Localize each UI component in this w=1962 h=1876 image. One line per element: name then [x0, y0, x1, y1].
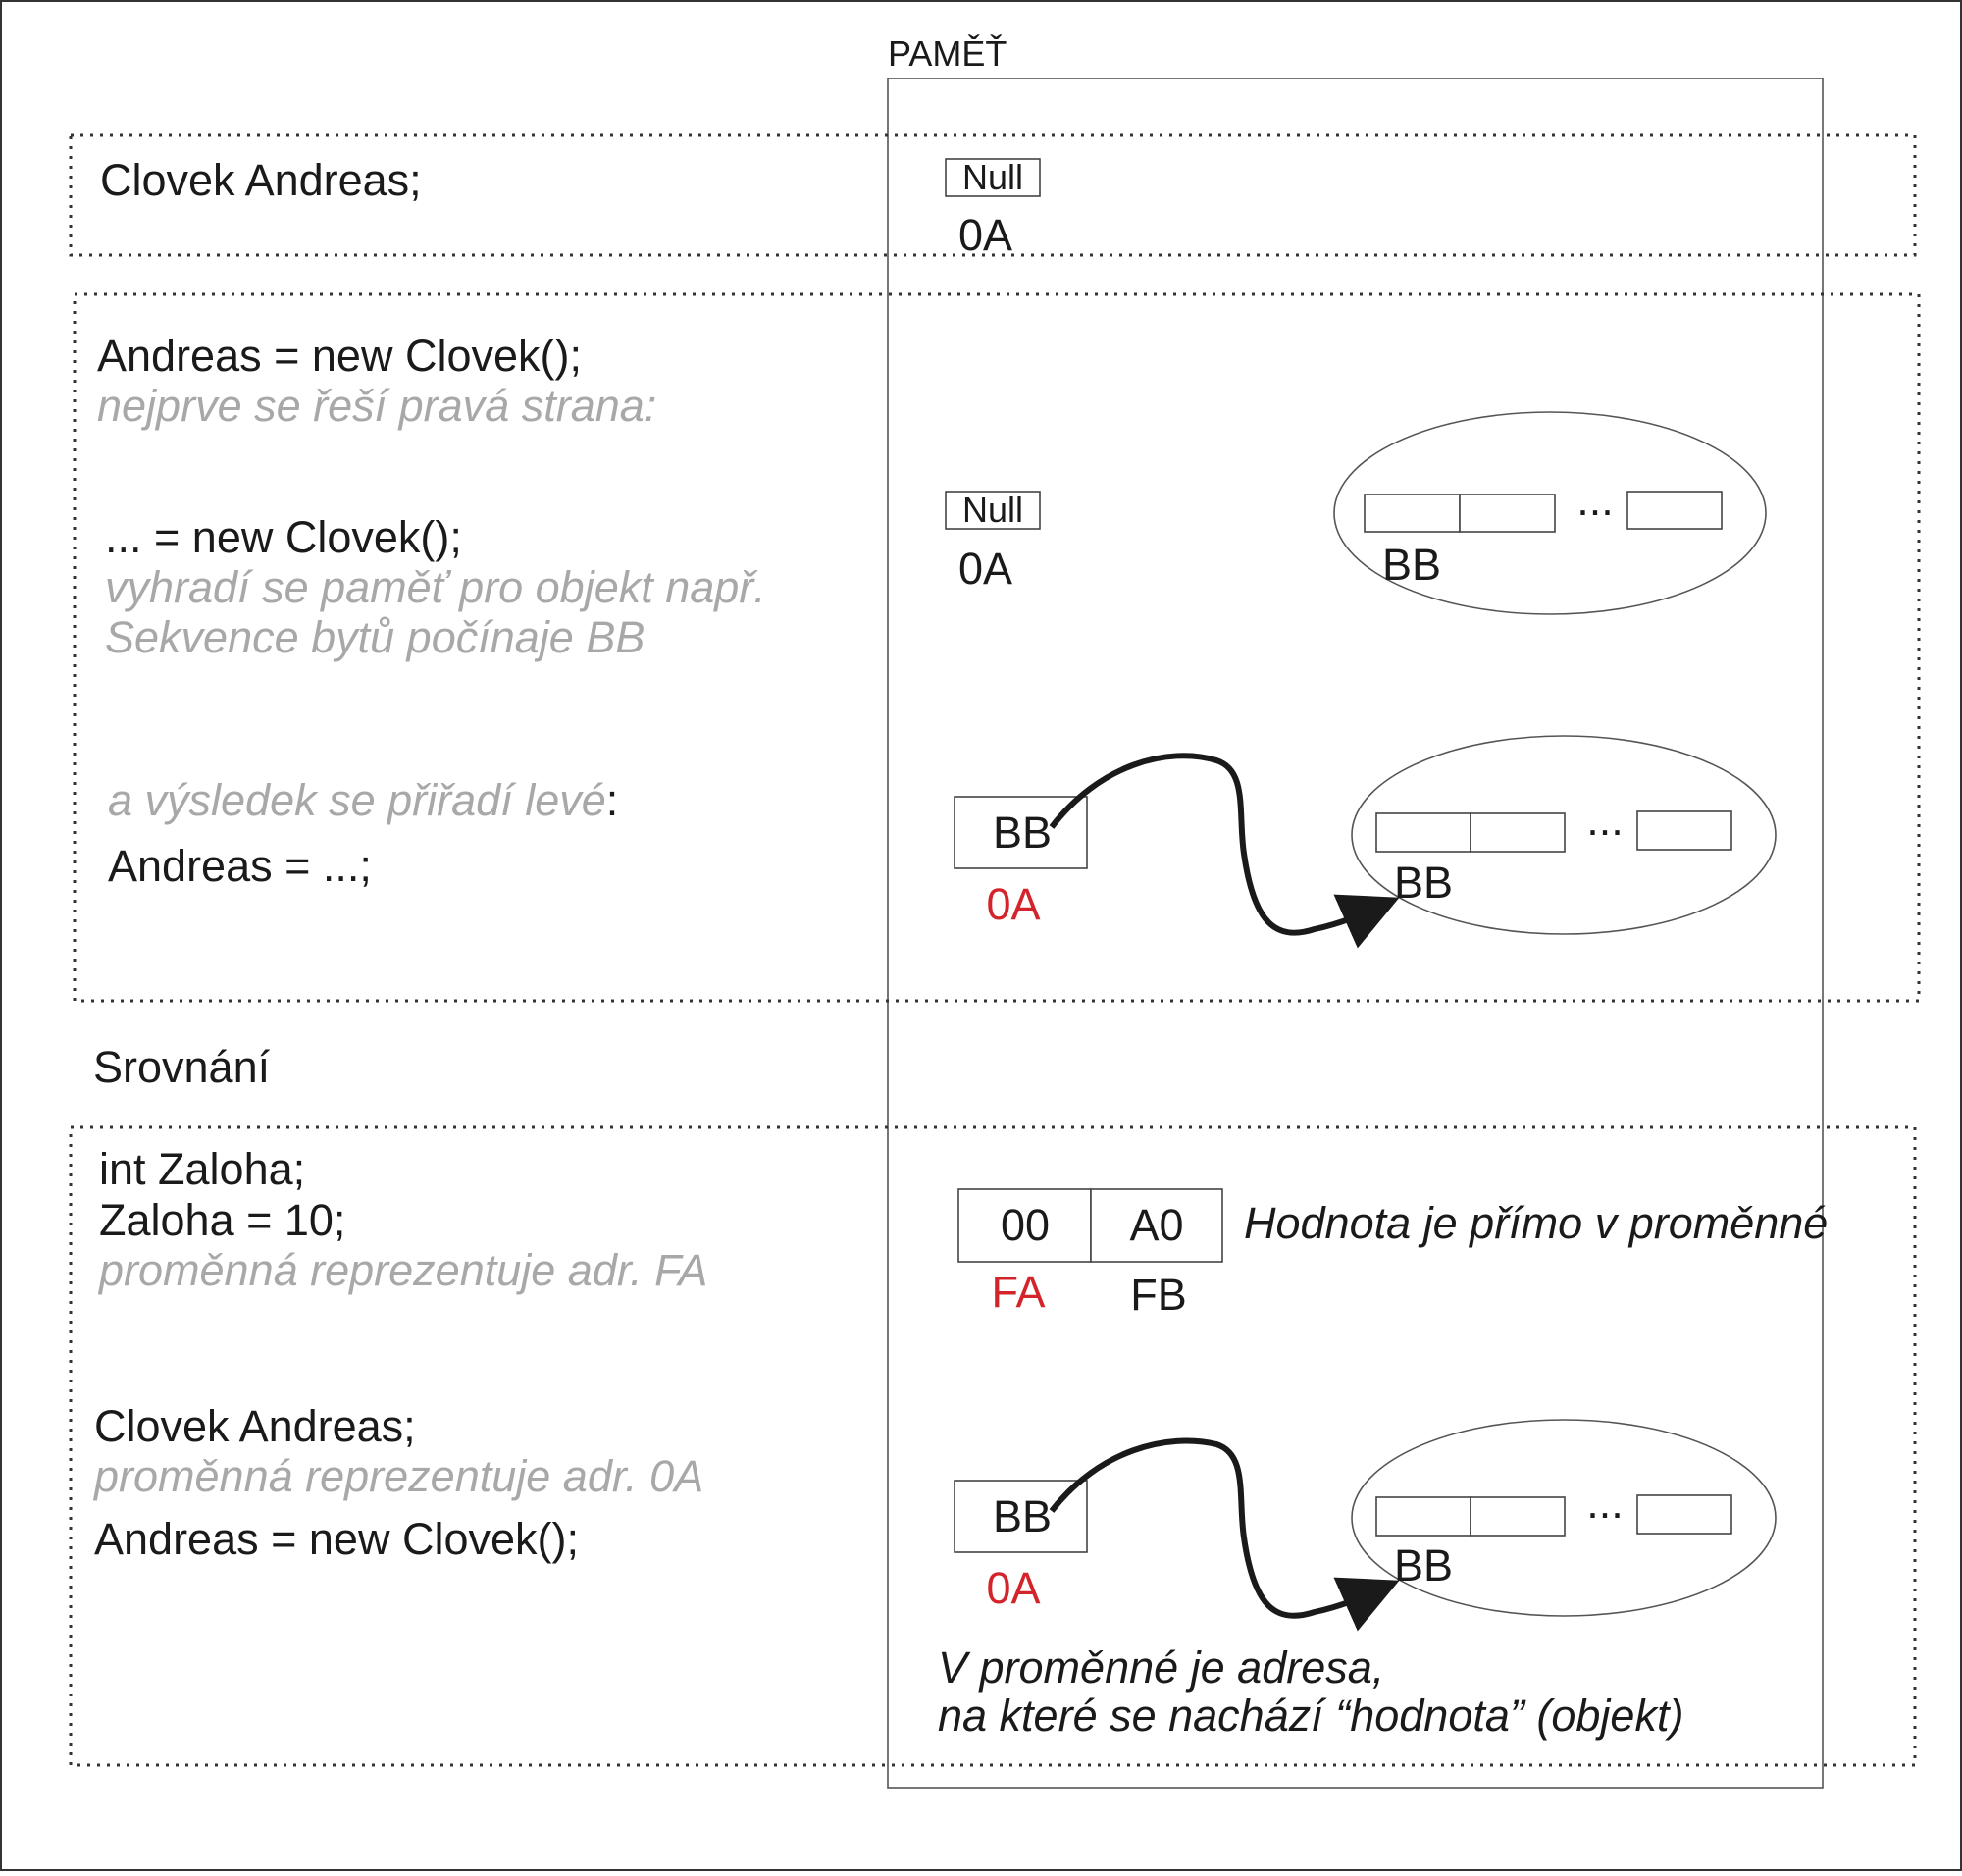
value-byte-cell — [1090, 1188, 1223, 1263]
value-type-assignment: Zaloha = 10; — [99, 1195, 345, 1245]
value-type-declaration: int Zaloha; — [99, 1144, 305, 1194]
reference-arrow — [1049, 1437, 1400, 1632]
object-ellipse — [1351, 1419, 1777, 1617]
reference-type-note: proměnná reprezentuje adr. 0A — [92, 1451, 703, 1501]
value-address1: FA — [991, 1267, 1045, 1317]
value-type-note: proměnná reprezentuje adr. FA — [97, 1245, 707, 1295]
value-byte-cell — [957, 1188, 1092, 1263]
section-instantiation-frame — [73, 292, 1921, 1003]
reference-arrow — [1049, 753, 1400, 949]
object-ellipsis: ... — [1586, 795, 1624, 845]
null-cell — [945, 491, 1041, 530]
allocation-note-line1: vyhradí se paměť pro objekt např. — [105, 562, 766, 612]
assignment-note-text: a výsledek se přiřadí levé — [108, 775, 606, 825]
allocation-note-line2: Sekvence bytů počínaje BB — [105, 612, 645, 662]
assignment-note-colon: : — [606, 775, 619, 825]
instantiation-code: Andreas = new Clovek(); — [97, 331, 582, 381]
object-byte-cell — [1375, 1496, 1472, 1537]
reference-address: 0A — [986, 879, 1040, 929]
object-byte-cell — [1470, 1496, 1566, 1537]
object-address: BB — [1382, 540, 1441, 590]
memory-title: PAMĚŤ — [888, 33, 1007, 74]
object-byte-cell — [1636, 810, 1732, 851]
section-declaration-frame — [69, 133, 1917, 257]
declaration-code: Clovek Andreas; — [100, 155, 422, 205]
variable-address: 0A — [958, 544, 1012, 594]
instantiation-note: nejprve se řeší pravá strana: — [97, 381, 656, 431]
object-byte-cell — [1636, 1494, 1732, 1535]
null-label: Null — [962, 157, 1023, 197]
reference-note-line2: na které se nachází “hodnota” (objekt) — [938, 1691, 1683, 1741]
reference-value: BB — [993, 808, 1052, 858]
comparison-heading: Srovnání — [93, 1042, 271, 1092]
reference-type-assignment: Andreas = new Clovek(); — [94, 1514, 579, 1564]
assignment-note: a výsledek se přiřadí levé: — [108, 775, 618, 825]
object-address: BB — [1394, 858, 1453, 908]
value-address2: FB — [1130, 1270, 1187, 1320]
object-address: BB — [1394, 1540, 1453, 1590]
object-ellipse — [1333, 411, 1767, 615]
assignment-code: Andreas = ...; — [108, 841, 372, 891]
section-comparison-frame — [69, 1125, 1917, 1767]
object-ellipse — [1351, 735, 1777, 935]
object-ellipsis: ... — [1586, 1478, 1624, 1528]
reference-type-declaration: Clovek Andreas; — [94, 1401, 416, 1451]
variable-address: 0A — [958, 210, 1012, 260]
memory-column — [887, 78, 1824, 1789]
reference-value: BB — [993, 1491, 1052, 1541]
object-byte-cell — [1375, 812, 1472, 853]
null-cell — [945, 158, 1041, 197]
object-byte-cell — [1459, 494, 1556, 533]
object-byte-cell — [1626, 491, 1723, 530]
reference-note-line1: V proměnné je adresa, — [938, 1642, 1384, 1693]
value-note: Hodnota je přímo v proměnné — [1244, 1198, 1828, 1248]
object-byte-cell — [1470, 812, 1566, 853]
object-ellipsis: ... — [1576, 475, 1614, 525]
allocation-code: ... = new Clovek(); — [105, 512, 462, 562]
reference-address: 0A — [986, 1563, 1040, 1613]
object-byte-cell — [1364, 494, 1461, 533]
null-label: Null — [962, 490, 1023, 530]
value-byte1: 00 — [1001, 1200, 1050, 1250]
value-byte2: A0 — [1129, 1200, 1183, 1250]
